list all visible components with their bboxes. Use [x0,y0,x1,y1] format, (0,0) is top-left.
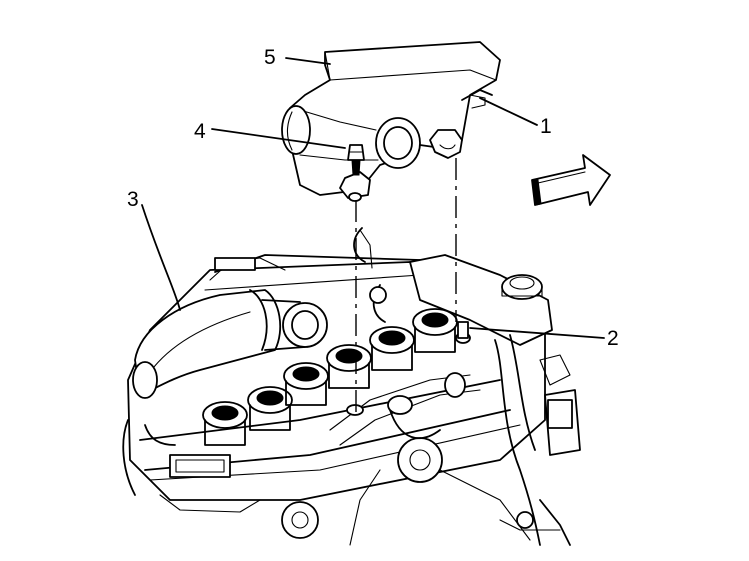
callout-leaders [141,57,605,339]
callout-3: 3 [127,188,139,211]
resonator-assembly [281,41,501,202]
engine-assembly [122,227,581,546]
callout-4: 4 [194,120,206,143]
intake-duct [132,257,328,399]
callout-2: 2 [607,327,619,350]
coil-pack-row-lower [202,326,456,446]
direction-arrow-icon [531,154,611,206]
coil-pack-row-upper [283,308,458,390]
bolt [347,144,365,176]
callout-5: 5 [264,46,276,69]
callout-1: 1 [540,115,552,138]
